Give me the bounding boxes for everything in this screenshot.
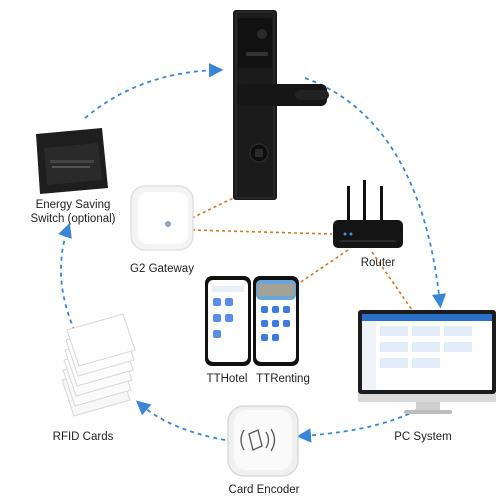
smart-door-lock-icon [233, 10, 329, 200]
pc-monitor-icon [358, 310, 496, 414]
tthotel-label: TTHotel [196, 372, 258, 386]
encoder-label: Card Encoder [214, 483, 314, 497]
phone-tthotel [205, 276, 251, 366]
gateway-icon [131, 186, 193, 250]
energy-switch-label: Energy Saving Switch (optional) [18, 198, 128, 226]
energy-switch-label-line2: Switch (optional) [18, 212, 128, 226]
energy-switch-label-line1: Energy Saving [18, 198, 128, 212]
pc-label: PC System [378, 430, 468, 444]
smartphone-app-icon [205, 276, 299, 366]
card-encoder-icon [228, 406, 298, 476]
router-icon [333, 180, 403, 248]
rfid-card-icon [62, 314, 135, 416]
rfid-label: RFID Cards [38, 430, 128, 444]
energy-saving-switch-icon [36, 128, 108, 194]
router-label: Router [348, 256, 408, 270]
ttrenting-label: TTRenting [252, 372, 314, 386]
phone-ttrenting [253, 276, 299, 366]
gateway-label: G2 Gateway [112, 262, 212, 276]
